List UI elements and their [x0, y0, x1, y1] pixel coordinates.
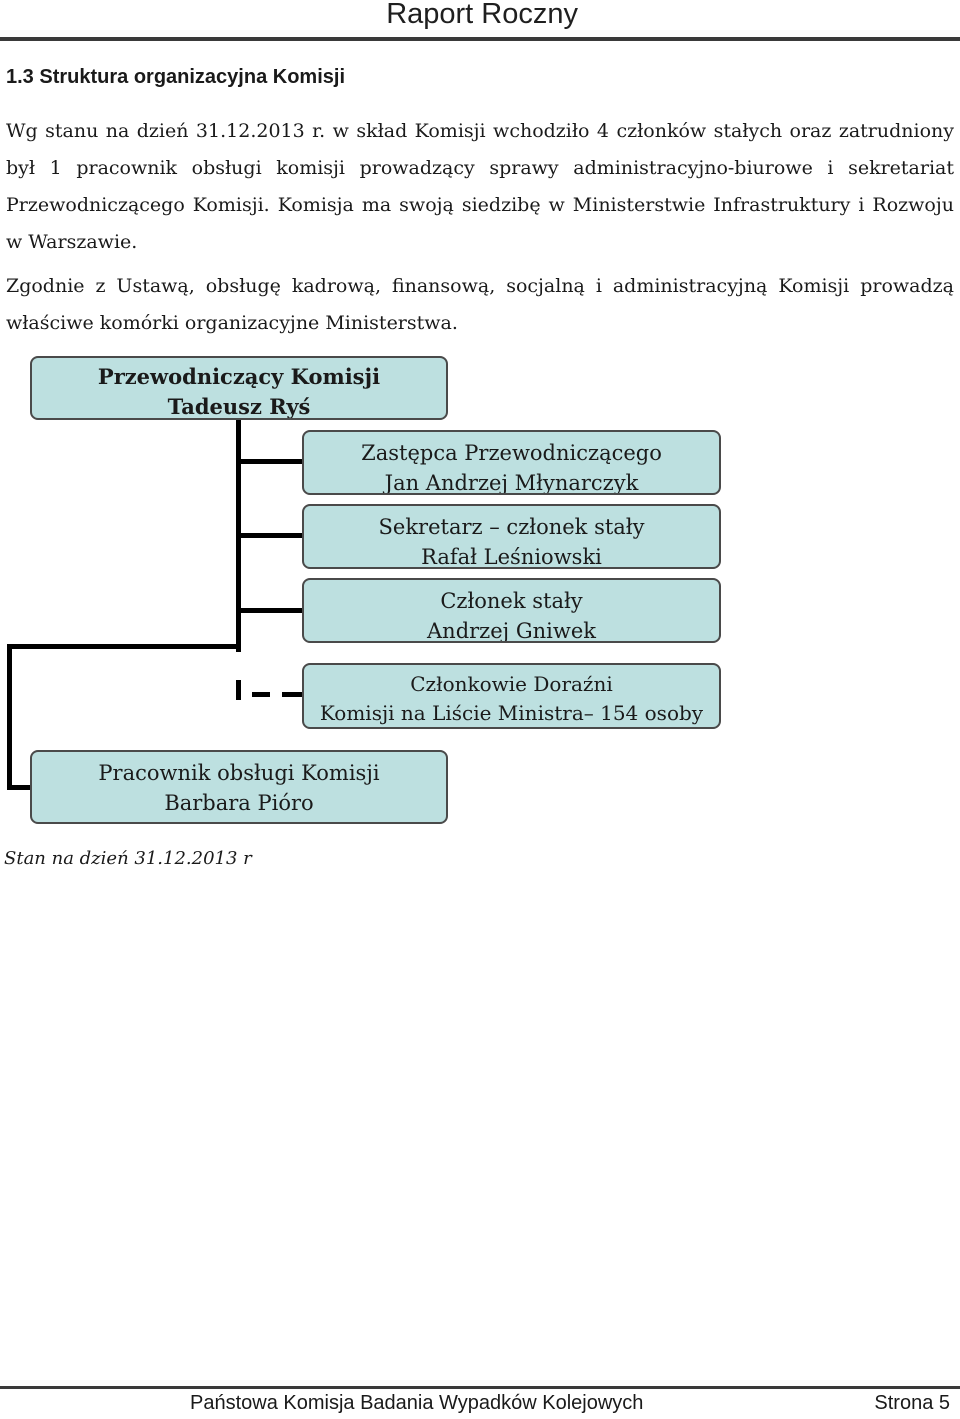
connector-adhoc-dash-2	[282, 692, 302, 697]
connector-secretary	[238, 533, 302, 538]
member-role: Członek stały	[440, 589, 583, 613]
member-name: Andrzej Gniwek	[427, 619, 596, 643]
connector-staff-vertical	[7, 644, 12, 790]
org-box-deputy: Zastępca Przewodniczącego Jan Andrzej Mł…	[302, 430, 721, 495]
connector-staff-top	[7, 644, 240, 649]
section-heading: 1.3 Struktura organizacyjna Komisji	[6, 66, 345, 88]
footer-divider	[0, 1386, 960, 1389]
connector-adhoc-dash-vertical	[236, 680, 241, 700]
adhoc-role: Członkowie Doraźni	[410, 672, 613, 696]
org-box-secretary: Sekretarz – członek stały Rafał Leśniows…	[302, 504, 721, 569]
adhoc-name: Komisji na Liście Ministra– 154 osoby	[319, 701, 704, 725]
page-header-title: Raport Roczny	[386, 0, 578, 30]
org-chart: Przewodniczący Komisji Tadeusz Ryś Zastę…	[0, 350, 960, 840]
secretary-name: Rafał Leśniowski	[421, 545, 602, 569]
org-box-adhoc-members: Członkowie Doraźni Komisji na Liście Min…	[302, 663, 721, 729]
chair-name: Tadeusz Ryś	[167, 394, 311, 419]
header-divider	[0, 37, 960, 43]
org-box-staff: Pracownik obsługi Komisji Barbara Pióro	[30, 750, 448, 824]
paragraph-services: Zgodnie z Ustawą, obsługę kadrową, finan…	[6, 275, 954, 334]
paragraph-composition: Wg stanu na dzień 31.12.2013 r. w skład …	[6, 120, 954, 253]
staff-role: Pracownik obsługi Komisji	[98, 761, 380, 785]
connector-staff-bottom	[7, 785, 31, 790]
org-box-member: Członek stały Andrzej Gniwek	[302, 578, 721, 643]
deputy-role: Zastępca Przewodniczącego	[361, 441, 662, 465]
org-box-chair: Przewodniczący Komisji Tadeusz Ryś	[30, 356, 448, 420]
connector-adhoc-dash-1	[252, 692, 270, 697]
connector-member	[238, 608, 302, 613]
chart-caption: Stan na dzień 31.12.2013 r	[4, 848, 252, 869]
connector-deputy	[238, 459, 302, 464]
secretary-role: Sekretarz – członek stały	[378, 515, 645, 539]
chair-role: Przewodniczący Komisji	[97, 364, 381, 389]
footer-page-number: Strona 5	[874, 1392, 950, 1414]
staff-name: Barbara Pióro	[164, 791, 314, 815]
footer-organization: Państowa Komisja Badania Wypadków Kolejo…	[190, 1392, 644, 1414]
deputy-name: Jan Andrzej Młynarczyk	[384, 471, 639, 495]
